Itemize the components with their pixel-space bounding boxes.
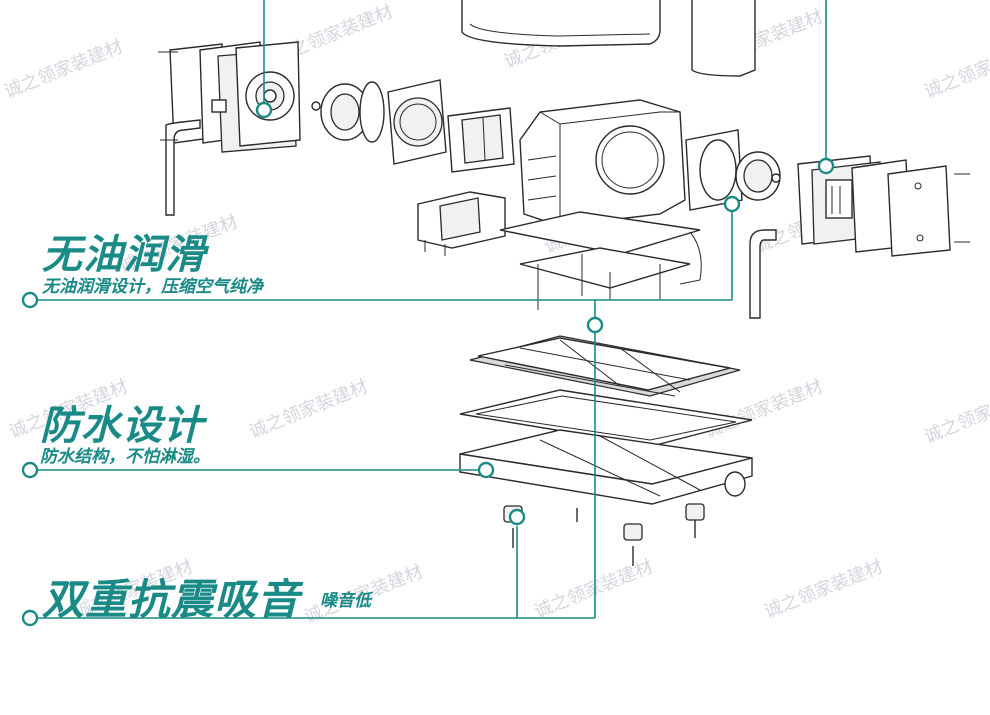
- case-tray: [459, 429, 753, 505]
- transformer: [417, 191, 506, 256]
- feature-subtitle-antivibration: 噪音低: [320, 591, 371, 611]
- feature-subtitle-oilfree: 无油润滑设计，压缩空气纯净: [42, 277, 263, 297]
- case-lid: [469, 335, 741, 397]
- right-head-block: [797, 155, 970, 257]
- damper-feet: [503, 503, 705, 566]
- callout-dots: [21, 101, 835, 627]
- callout-lines: [30, 0, 827, 619]
- feature-title-waterproof: 防水设计: [40, 403, 204, 449]
- right-diaphragm: [685, 129, 781, 211]
- feature-title-antivibration: 双重抗震吸音: [42, 575, 301, 624]
- elbow-pipe: [749, 229, 777, 319]
- left-head-block: [158, 41, 301, 216]
- circuit-board: [499, 211, 702, 310]
- valve-plate: [447, 107, 515, 173]
- feature-title-oilfree: 无油润滑: [42, 232, 206, 278]
- top-cover: [461, 0, 756, 77]
- left-diaphragm: [311, 79, 447, 165]
- motor-housing: [519, 99, 686, 227]
- feature-subtitle-waterproof: 防水结构，不怕淋湿。: [40, 447, 210, 467]
